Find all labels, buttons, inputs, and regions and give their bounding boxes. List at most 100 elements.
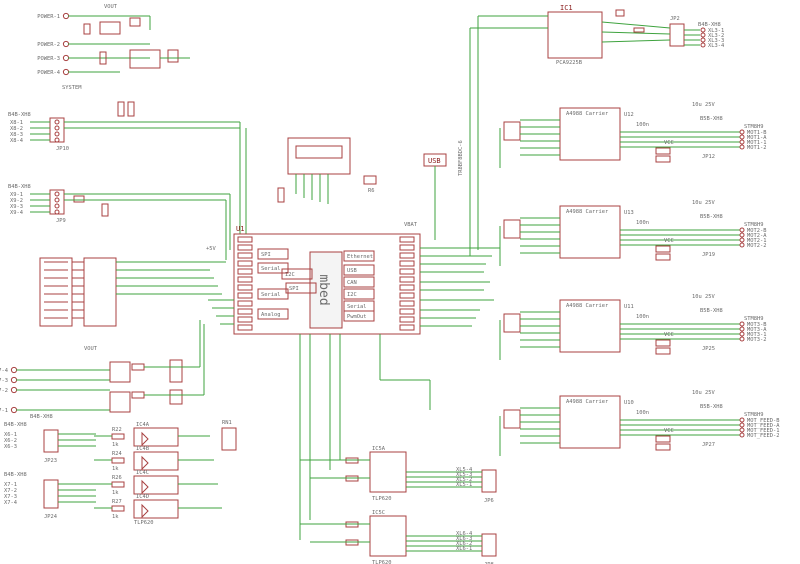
input-header-box: [43, 479, 59, 509]
driver-motor-label: STM8H9: [744, 222, 763, 228]
driver-out-label: MOT2-1: [747, 238, 766, 244]
mbed-pin-right: [399, 268, 415, 275]
mbed-pin-left: [237, 276, 253, 283]
photocoupler-resistor: [111, 481, 125, 488]
mbed-pin-left: [237, 292, 253, 299]
power-section-label: SYSTEM: [62, 85, 82, 91]
hub-pin-icon: [700, 27, 706, 33]
input-header-ref: JP23: [44, 458, 57, 464]
input-headers-section: B4B-XH8JP23X6-1X6-2X6-3B4B-XH8JP24X7-1X7…: [4, 422, 96, 520]
driver-jumper-box: [503, 121, 521, 141]
mbed-pin-right: [399, 236, 415, 243]
mbed-pin-left: [237, 244, 253, 251]
driver-cap: [655, 155, 671, 163]
relay-header-box: [481, 533, 497, 557]
driver-cap: [655, 147, 671, 155]
mbed-block-label: CAN: [347, 280, 357, 286]
bus-wires: [208, 247, 500, 540]
photocoupler-resistor-ref: R22: [112, 427, 122, 433]
jp9-section: B4B-XH8 JP9 X9-1X9-2X9-3X9-4: [8, 184, 231, 260]
hub-ic-name: PCA9225B: [556, 60, 582, 66]
power-port-2-port-icon: [62, 40, 70, 48]
photocoupler-resistor-value: 1k: [112, 514, 119, 520]
relay-pin-label: XL6-1: [456, 546, 472, 552]
jp10-ref: JP10: [56, 146, 69, 152]
driver-jumper-box: [503, 313, 521, 333]
driver-title: A4988 Carrier: [566, 209, 609, 215]
driver-header-model: B5B-XH8: [700, 116, 723, 122]
mbed-pin-left: [237, 260, 253, 267]
input-header-pin-label: X6-2: [4, 438, 17, 444]
mbed-block-label: Serial: [347, 304, 366, 310]
left-connector-block: [39, 257, 226, 327]
driver-title: A4988 Carrier: [566, 111, 609, 117]
photocoupler-resistor-ref: R26: [112, 475, 122, 481]
photocoupler-box: [133, 499, 179, 519]
driver-out-icon: [739, 331, 745, 337]
driver-cap: [655, 253, 671, 261]
jp10-pin-icon: [54, 125, 60, 131]
driver-out-label: MOT3-1: [747, 332, 766, 338]
hub-ic-section: IC1 PCA9225B JP2 B4B-XH8 XL3-1XL3-2XL3-3…: [469, 4, 724, 256]
driver-out-icon: [739, 422, 745, 428]
driver-cap-label: 100n: [636, 220, 649, 226]
mbed-block-label: I2C: [347, 292, 357, 298]
driver-box: [559, 395, 621, 449]
driver-cap-label: 100n: [636, 410, 649, 416]
jp9-header-model: B4B-XH8: [8, 184, 31, 190]
photocoupler-ref: IC4C: [136, 470, 149, 476]
power-port-1-port-icon: [62, 12, 70, 20]
photocoupler-resistor-value: 1k: [112, 442, 119, 448]
mbed-block-label: Serial: [261, 266, 280, 272]
mbed-block-box: [343, 310, 375, 322]
mbed-block-box: [343, 250, 375, 262]
mbed-block-label: PwmOut: [347, 314, 366, 320]
led-icon: [141, 479, 149, 495]
jp9-pin-label: X9-3: [10, 204, 23, 210]
driver-vcc-label: VCC: [664, 140, 674, 146]
driver-ref: U11: [624, 304, 634, 310]
photocoupler-resistor: [111, 457, 125, 464]
photocoupler-part: TLP620: [134, 520, 153, 526]
driver-bypass-label: 10u 25V: [692, 390, 715, 396]
driver-jumper-box: [503, 219, 521, 239]
encoder-vout: VOUT: [84, 346, 98, 352]
input-header-pin-label: X6-1: [4, 432, 17, 438]
relay-pin-label: XL6-2: [456, 541, 472, 547]
mbed-pin-right: [399, 276, 415, 283]
mbed-pin-left: [237, 284, 253, 291]
mbed-pin-left: [237, 324, 253, 331]
power-port-1-label: POWER-1: [37, 14, 60, 20]
jp10-pin-icon: [54, 119, 60, 125]
power-port-2-label: POWER-2: [37, 42, 60, 48]
hub-pin-icon: [700, 42, 706, 48]
relay-ref: IC5A: [372, 446, 386, 452]
driver-box: [559, 107, 621, 161]
driver-out-icon: [739, 336, 745, 342]
jp9-ref: JP9: [56, 218, 66, 224]
driver-out-label: MOT_FEED-2: [747, 433, 779, 439]
relay-pin-label: XL6-4: [456, 531, 472, 537]
driver-out-icon: [739, 227, 745, 233]
driver-box: [559, 299, 621, 353]
usb-side-label: TR8BF8BDC-6: [458, 140, 464, 176]
driver-header-model: B5B-XH8: [700, 404, 723, 410]
driver-motor-label: STM8H9: [744, 316, 763, 322]
lcd-ref: R6: [368, 188, 375, 194]
driver-vcc-label: VCC: [664, 332, 674, 338]
lcd-section: R6: [277, 137, 377, 204]
driver-out-label: MOT1-A: [747, 135, 767, 141]
driver-out-icon: [739, 326, 745, 332]
driver-out-icon: [739, 139, 745, 145]
led-icon: [141, 431, 149, 447]
hub-pin-label: XL3-2: [708, 33, 724, 39]
driver-bypass-label: 10u 25V: [692, 294, 715, 300]
jp9-pin-label: X9-4: [10, 210, 23, 216]
relay-header-ref: JP8: [484, 562, 494, 564]
driver-out-label: MOT1-1: [747, 140, 766, 146]
encoder-input-4-port-icon: [10, 406, 18, 414]
mbed-pin-right: [399, 284, 415, 291]
relay-header-box: [481, 469, 497, 493]
encoder-header-model: B4B-XH8: [30, 414, 53, 420]
